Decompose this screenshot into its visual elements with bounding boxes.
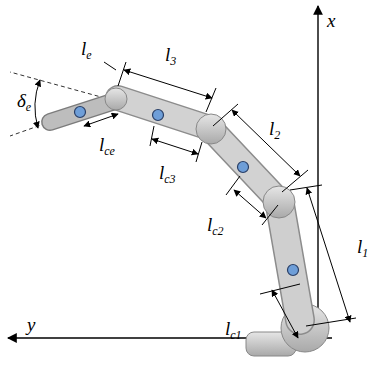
dimension-label: l2 [268,118,281,139]
joint [263,186,295,218]
dimension-label: δe [16,90,32,111]
dimension-label: lc3 [158,162,177,183]
x-axis [317,6,318,345]
joint [105,88,127,110]
axis-label: x [326,10,336,31]
dimension-label: l3 [164,44,177,65]
dimension-lines [35,62,356,338]
dimension-label: lce [98,134,116,155]
dimension-label: lc2 [206,214,225,235]
dimension-label: l1 [356,236,369,257]
dimension-label: le [80,38,93,59]
dimension-label: lc1 [224,318,243,339]
com-dots [75,107,299,276]
axis-label: y [26,314,36,335]
links [50,98,300,320]
